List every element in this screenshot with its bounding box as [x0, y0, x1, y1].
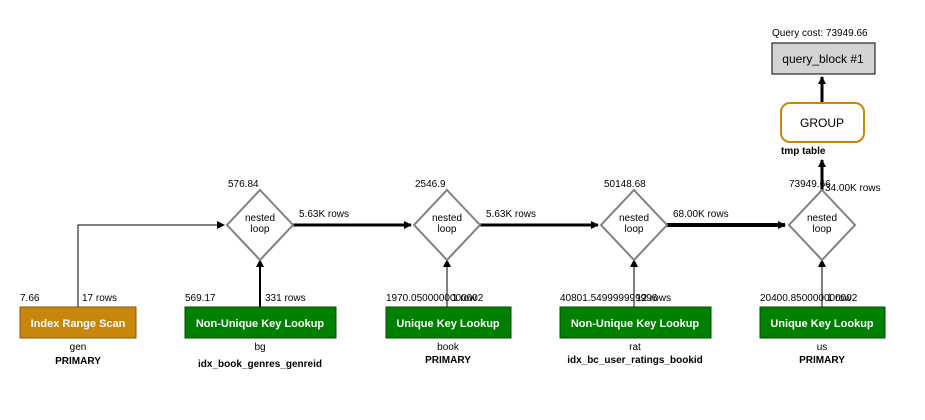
nested-loop-diamond-4[interactable] [787, 188, 857, 262]
nested-loop-1-cost: 576.84 [228, 179, 259, 190]
access-1-cost: 7.66 [20, 293, 40, 304]
access-2-label: Non-Unique Key Lookup [196, 318, 325, 330]
edge-gen-to-nl1 [77, 221, 225, 307]
nested-loop-2-label-line1: nested [432, 213, 462, 224]
query-block-node[interactable] [771, 42, 876, 75]
group-label: GROUP [800, 116, 844, 130]
nested-loop-3-cost: 50148.68 [604, 179, 646, 190]
access-3-label: Unique Key Lookup [396, 318, 500, 330]
access-5-table: us [817, 342, 828, 353]
nested-loop-diamond-2[interactable] [412, 188, 482, 262]
access-1-table: gen [70, 342, 87, 353]
access-2-key: idx_book_genres_genreid [198, 359, 322, 370]
nested-loop-2-cost: 2546.9 [415, 179, 446, 190]
nested-loop-diamond-1[interactable] [225, 188, 295, 262]
non-unique-key-lookup-node-rat[interactable] [559, 306, 712, 339]
nested-loop-3-out-rows: 68.00K rows [673, 209, 729, 220]
access-1-rows: 17 rows [82, 293, 117, 304]
unique-key-lookup-node-us[interactable] [759, 306, 886, 339]
nested-loop-diamond-3[interactable] [599, 188, 669, 262]
nested-loop-1-label-line1: nested [245, 213, 275, 224]
group-node[interactable] [780, 102, 865, 143]
access-1-label: Index Range Scan [31, 318, 126, 330]
nested-loop-4-cost: 73949.66 [789, 179, 831, 190]
index-range-scan-node[interactable] [19, 306, 137, 339]
access-3-rows: 1 row [452, 293, 477, 304]
access-4-table: rat [629, 342, 641, 353]
nested-loop-3-label-line1: nested [619, 213, 649, 224]
access-3-cost: 1970.0500000000002 [386, 293, 484, 304]
access-2-table: bg [254, 342, 265, 353]
nested-loop-2-out-rows: 5.63K rows [486, 209, 536, 220]
nested-loop-4-label-line2: loop [813, 224, 832, 235]
access-1-key: PRIMARY [55, 356, 101, 367]
nested-loop-4-label-line1: nested [807, 213, 837, 224]
access-4-label: Non-Unique Key Lookup [571, 318, 700, 330]
nested-loop-2-label-line2: loop [438, 224, 457, 235]
nested-loop-3-label-line2: loop [625, 224, 644, 235]
access-5-key: PRIMARY [799, 355, 845, 366]
query-block-label: query_block #1 [782, 52, 864, 66]
nested-loop-1-label-line2: loop [251, 224, 270, 235]
access-2-rows: 331 rows [265, 293, 306, 304]
query-cost-label: Query cost: 73949.66 [772, 28, 868, 39]
access-5-label: Unique Key Lookup [770, 318, 874, 330]
access-3-table: book [437, 342, 460, 353]
access-4-key: idx_bc_user_ratings_bookid [567, 355, 703, 366]
access-5-rows: 1 row [827, 293, 852, 304]
access-3-key: PRIMARY [425, 355, 471, 366]
unique-key-lookup-node-book[interactable] [385, 306, 512, 339]
access-5-cost: 20400.850000000002 [760, 293, 858, 304]
access-2-cost: 569.17 [185, 293, 216, 304]
group-sub-label: tmp table [781, 146, 826, 157]
nested-loop-1-out-rows: 5.63K rows [299, 209, 349, 220]
non-unique-key-lookup-node-bg[interactable] [184, 306, 337, 339]
access-4-cost: 40801.549999999996 [560, 293, 658, 304]
access-4-rows: 12 rows [636, 293, 671, 304]
nested-loop-4-out-rows: 34.00K rows [825, 183, 881, 194]
